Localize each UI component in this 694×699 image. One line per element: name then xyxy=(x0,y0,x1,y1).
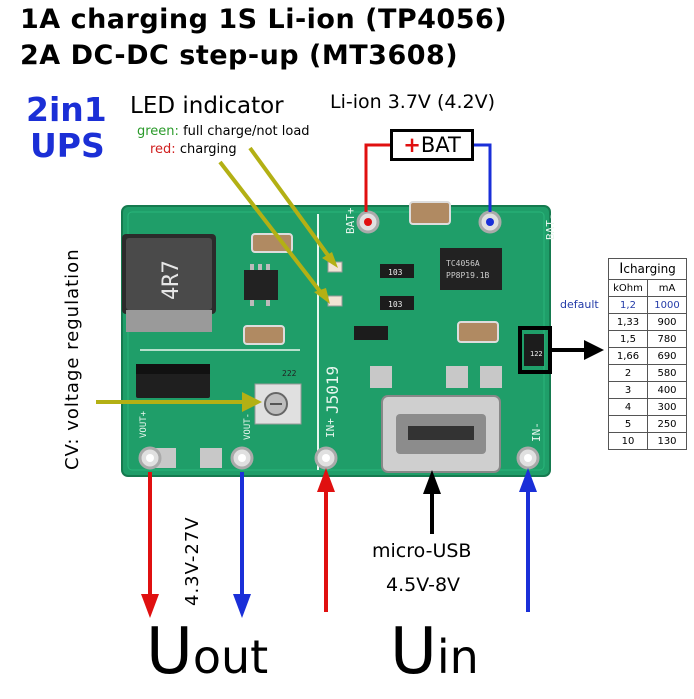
default-label: default xyxy=(560,298,599,311)
svg-text:103: 103 xyxy=(388,300,403,309)
charger-ic xyxy=(440,248,502,290)
svg-text:103: 103 xyxy=(388,268,403,277)
badge-line-1: 2in1 xyxy=(26,90,107,129)
svg-text:VOUT+: VOUT+ xyxy=(139,410,149,438)
bat-plus-sign: + xyxy=(403,133,421,157)
led-indicator-label: LED indicator xyxy=(130,93,284,119)
table-title: Icharging xyxy=(608,258,687,280)
svg-text:VOUT-: VOUT- xyxy=(243,413,253,440)
usb-label: micro-USB xyxy=(372,540,472,562)
uout-label: Uout xyxy=(146,615,268,689)
svg-text:TC4056A: TC4056A xyxy=(446,259,480,268)
svg-text:IN-: IN- xyxy=(530,422,543,442)
svg-text:BAT+: BAT+ xyxy=(344,207,357,234)
usb-voltage-range: 4.5V-8V xyxy=(386,574,461,596)
title-line-2: 2A DC-DC step-up (MT3608) xyxy=(20,40,459,71)
title-line-1: 1A charging 1S Li-ion (TP4056) xyxy=(20,4,508,35)
red-word: red: xyxy=(150,142,176,157)
inductor-label: 4R7 xyxy=(159,260,184,300)
svg-text:PP8P19.1B: PP8P19.1B xyxy=(446,271,490,280)
svg-text:IN+: IN+ xyxy=(324,418,337,438)
uout-sub: out xyxy=(192,630,269,684)
model-silk: J5019 xyxy=(323,366,342,414)
green-word: green: xyxy=(137,124,179,139)
green-desc: full charge/not load xyxy=(178,124,310,139)
output-range: 4.3V-27V xyxy=(182,516,203,606)
table-col-header: kOhm xyxy=(608,279,648,297)
svg-text:222: 222 xyxy=(282,369,297,378)
led-red xyxy=(327,295,343,307)
bat-text: BAT xyxy=(420,133,461,157)
badge-line-2: UPS xyxy=(30,126,105,165)
led-red-note: red: charging xyxy=(150,142,237,157)
liion-label: Li-ion 3.7V (4.2V) xyxy=(330,91,495,113)
bat-label-box: +BAT xyxy=(390,129,474,161)
led-green-note: green: full charge/not load xyxy=(137,124,310,139)
boost-ic xyxy=(244,270,278,300)
red-desc: charging xyxy=(175,142,237,157)
cv-label: CV: voltage regulation xyxy=(62,248,83,470)
svg-text:122: 122 xyxy=(530,350,543,358)
ups-badge: 2in1 UPS xyxy=(26,92,107,164)
svg-text:BAT-: BAT- xyxy=(544,214,557,241)
uin-u: U xyxy=(390,615,437,689)
uout-u: U xyxy=(146,615,193,689)
uin-sub: in xyxy=(436,630,479,684)
uin-label: Uin xyxy=(390,615,479,689)
table-col-header: mA xyxy=(647,279,687,297)
